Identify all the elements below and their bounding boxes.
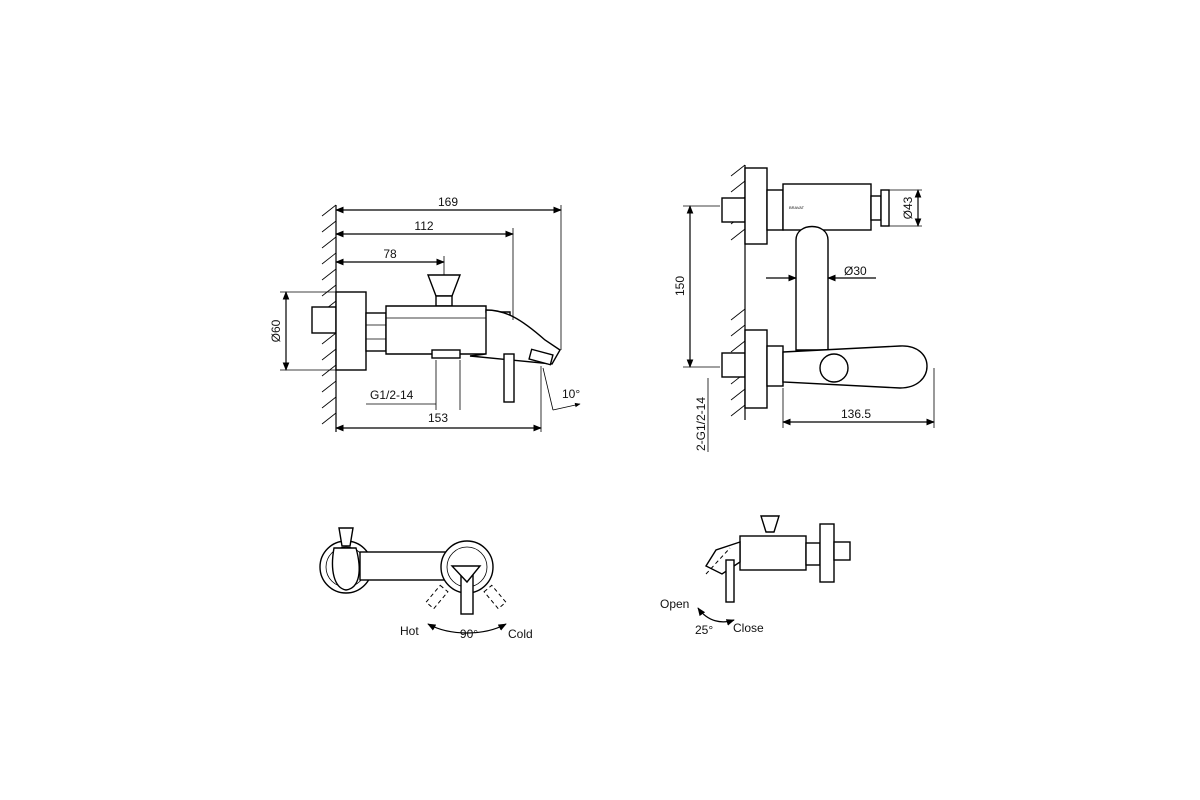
aerator [528,348,554,366]
flange-lower [744,329,768,409]
label-rotation-angle: 90° [460,627,478,641]
dim-overall-length: 169 [438,195,458,209]
lever-handle [782,345,928,389]
dim-inlet-centers: 150 [673,276,687,296]
rotation-arc [427,623,507,634]
brand-mark: BRAVAT [789,205,805,210]
wall-flange [335,291,367,371]
knob-upper [870,195,882,221]
label-hot: Hot [400,624,419,638]
dim-knob-diameter: Ø43 [901,196,915,219]
body-top [359,551,451,581]
inlet-pipe [311,306,337,334]
open-close-arc [697,607,735,626]
diverter-knob-rear [760,515,780,533]
diverter-knob-top [338,527,354,547]
dim-diverter-offset: 78 [383,247,397,261]
label-cold: Cold [508,627,533,641]
diverter-knob [426,274,462,297]
wall-hatch [321,204,337,425]
dim-flange-diameter: Ø60 [269,319,283,342]
spout-top [331,547,360,591]
lever-stub [503,353,515,403]
dim-body-diameter: Ø30 [844,264,867,278]
label-open: Open [660,597,689,611]
side-view: 169 112 78 Ø60 G1/2-14 153 10° [269,195,580,432]
flange-upper [744,167,768,245]
nut-upper [766,189,784,231]
body-rear [739,535,807,571]
dim-inlet-thread: 2-G1/2-14 [694,397,708,451]
dim-lever-length: 136.5 [841,407,871,421]
dim-depth: 153 [428,411,448,425]
rear-view: Open 25° Close [660,515,851,637]
lever-rear [725,559,735,603]
flange-rear [819,523,835,583]
inlet-pipe-lower [721,352,746,378]
column [795,225,829,351]
front-view: BRAVAT Ø43 Ø30 150 2-G1/2-14 136.5 [673,164,935,452]
dim-spout-body: 112 [414,219,433,233]
spout-rear [704,541,741,575]
inlet-pipe-upper [721,197,746,223]
dim-inlet-thread: G1/2-14 [370,388,414,402]
nut-rear [805,542,821,566]
inlet-rear [833,541,851,561]
lever-pivot [819,353,849,383]
label-rotation-angle: 25° [695,623,713,637]
dim-spout-angle: 10° [562,387,580,401]
upper-body [782,183,872,231]
nut-lower [766,345,784,387]
label-close: Close [733,621,764,635]
top-view: Hot 90° Cold [319,527,533,641]
lever-cold-position [483,584,507,610]
hex-nut [365,312,387,352]
lever-hot-position [425,584,449,610]
